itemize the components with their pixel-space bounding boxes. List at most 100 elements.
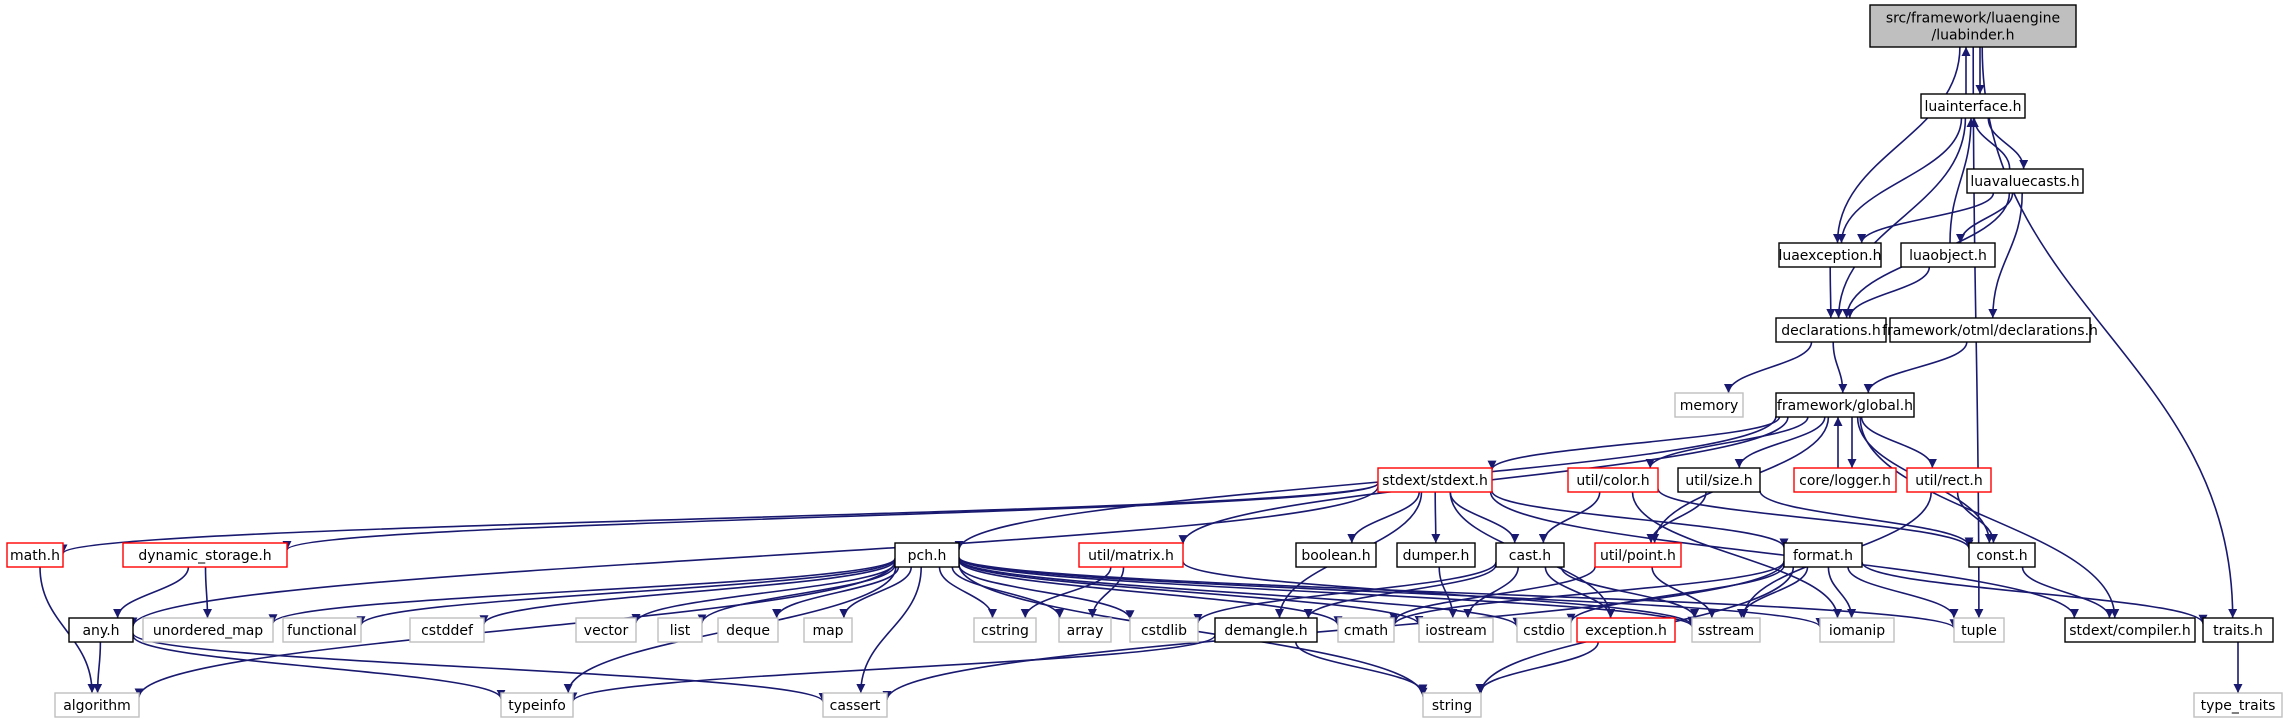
node-global[interactable]: framework/global.h <box>1775 392 1915 418</box>
node-matrix[interactable]: util/matrix.h <box>1078 542 1184 568</box>
node-demangle[interactable]: demangle.h <box>1214 617 1318 643</box>
node-array: array <box>1058 617 1112 643</box>
node-box-functional <box>282 617 362 643</box>
node-point[interactable]: util/point.h <box>1594 542 1682 568</box>
node-box-cassert <box>822 692 888 718</box>
node-label-cassert: cassert <box>830 698 881 714</box>
node-luabinder[interactable]: src/framework/luaengine/luabinder.h <box>1869 4 2077 48</box>
edge-const-to-compiler <box>2021 566 2114 619</box>
node-logger[interactable]: core/logger.h <box>1793 467 1897 493</box>
node-luainterface[interactable]: luainterface.h <box>1920 93 2026 119</box>
node-label-otmldecl: framework/otml/declarations.h <box>1882 323 2098 339</box>
node-luavaluecasts[interactable]: luavaluecasts.h <box>1966 168 2084 194</box>
node-box-string <box>1422 692 1482 718</box>
edge-math-to-algorithm <box>39 566 97 694</box>
node-label-iomanip: iomanip <box>1829 623 1885 639</box>
edge-stdext-to-cast <box>1449 491 1520 544</box>
node-iostream: iostream <box>1418 617 1494 643</box>
node-box-matrix <box>1078 542 1184 568</box>
node-size[interactable]: util/size.h <box>1677 467 1761 493</box>
node-label-algorithm: algorithm <box>63 698 131 714</box>
node-luaobject[interactable]: luaobject.h <box>1900 242 1996 268</box>
edge-stdext-to-dumper <box>1431 491 1441 544</box>
node-box-any <box>68 617 134 643</box>
node-dumper[interactable]: dumper.h <box>1396 542 1476 568</box>
edge-luaexception-to-declarations <box>1826 266 1836 319</box>
node-box-cstdio <box>1516 617 1572 643</box>
node-rect[interactable]: util/rect.h <box>1906 467 1992 493</box>
edge-format-to-sstream <box>1737 566 1809 619</box>
edge-cast-to-exception <box>1544 566 1616 619</box>
node-declarations[interactable]: declarations.h <box>1775 317 1887 343</box>
node-box-dumper <box>1396 542 1476 568</box>
node-color[interactable]: util/color.h <box>1567 467 1659 493</box>
node-label-dynstorage: dynamic_storage.h <box>138 548 271 564</box>
node-dynstorage[interactable]: dynamic_storage.h <box>122 542 288 568</box>
node-pch[interactable]: pch.h <box>894 542 960 568</box>
node-luaexception[interactable]: luaexception.h <box>1778 242 1882 268</box>
node-box-global <box>1775 392 1915 418</box>
node-algorithm: algorithm <box>54 692 140 718</box>
edge-pch-to-vector <box>631 562 896 624</box>
node-label-cstdlib: cstdlib <box>1141 623 1187 639</box>
node-box-cstring <box>973 617 1037 643</box>
node-box-luainterface <box>1920 93 2026 119</box>
node-boolean[interactable]: boolean.h <box>1295 542 1377 568</box>
node-math[interactable]: math.h <box>6 542 64 568</box>
edge-global-to-pch <box>954 416 1777 550</box>
node-box-stdext <box>1377 467 1493 493</box>
node-box-list <box>657 617 703 643</box>
node-box-otmldecl <box>1889 317 2091 343</box>
node-box-cstddef <box>409 617 485 643</box>
node-box-map <box>803 617 853 643</box>
node-label-deque: deque <box>726 623 770 639</box>
node-label-vector: vector <box>584 623 629 639</box>
node-iomanip: iomanip <box>1819 617 1895 643</box>
node-label-rect: util/rect.h <box>1915 473 1982 489</box>
node-label-luaexception: luaexception.h <box>1778 248 1881 264</box>
node-compiler[interactable]: stdext/compiler.h <box>2064 617 2196 643</box>
node-otmldecl[interactable]: framework/otml/declarations.h <box>1882 317 2098 343</box>
node-any[interactable]: any.h <box>68 617 134 643</box>
edge-cast-to-demangle <box>1303 564 1497 619</box>
node-traits[interactable]: traits.h <box>2202 617 2274 643</box>
node-box-math <box>6 542 64 568</box>
node-box-unordered_map <box>142 617 274 643</box>
node-box-logger <box>1793 467 1897 493</box>
node-list: list <box>657 617 703 643</box>
node-label-luavaluecasts: luavaluecasts.h <box>1970 174 2079 190</box>
edge-stdext-to-math <box>58 482 1379 555</box>
edge-format-to-tuple <box>1847 566 1959 619</box>
node-stdext[interactable]: stdext/stdext.h <box>1377 467 1493 493</box>
node-box-sstream <box>1691 617 1761 643</box>
node-label-luainterface: luainterface.h <box>1924 99 2021 115</box>
node-box-array <box>1058 617 1112 643</box>
node-label-iostream: iostream <box>1425 623 1487 639</box>
node-box-traits <box>2202 617 2274 643</box>
node-box-pch <box>894 542 960 568</box>
node-label-cstdio: cstdio <box>1523 623 1565 639</box>
edge-cast-to-cstdlib <box>1193 561 1497 624</box>
edge-luaobject-to-luainterface <box>1949 117 1976 244</box>
edge-global-to-rect <box>1860 416 1937 469</box>
edge-otmldecl-to-global <box>1863 341 1968 394</box>
edge-stdext-to-boolean <box>1347 491 1420 544</box>
node-exception[interactable]: exception.h <box>1576 617 1676 643</box>
node-box-luaobject <box>1900 242 1996 268</box>
edge-luavaluecasts-to-luaexception <box>1857 192 1995 244</box>
edge-demangle-to-string <box>1295 641 1428 694</box>
edge-pch-to-functional <box>356 558 896 626</box>
node-cast[interactable]: cast.h <box>1495 542 1565 568</box>
node-box-deque <box>717 617 779 643</box>
node-cmath: cmath <box>1337 617 1395 643</box>
node-format[interactable]: format.h <box>1783 542 1863 568</box>
node-box-memory <box>1674 392 1744 418</box>
node-const[interactable]: const.h <box>1968 542 2036 568</box>
node-cstring: cstring <box>973 617 1037 643</box>
node-label-logger: core/logger.h <box>1799 473 1891 489</box>
edge-exception-to-string <box>1475 641 1599 694</box>
node-box-iomanip <box>1819 617 1895 643</box>
edge-pch-to-algorithm <box>134 560 896 698</box>
node-functional: functional <box>282 617 362 643</box>
edge-pch-to-unordered_map <box>268 557 896 624</box>
